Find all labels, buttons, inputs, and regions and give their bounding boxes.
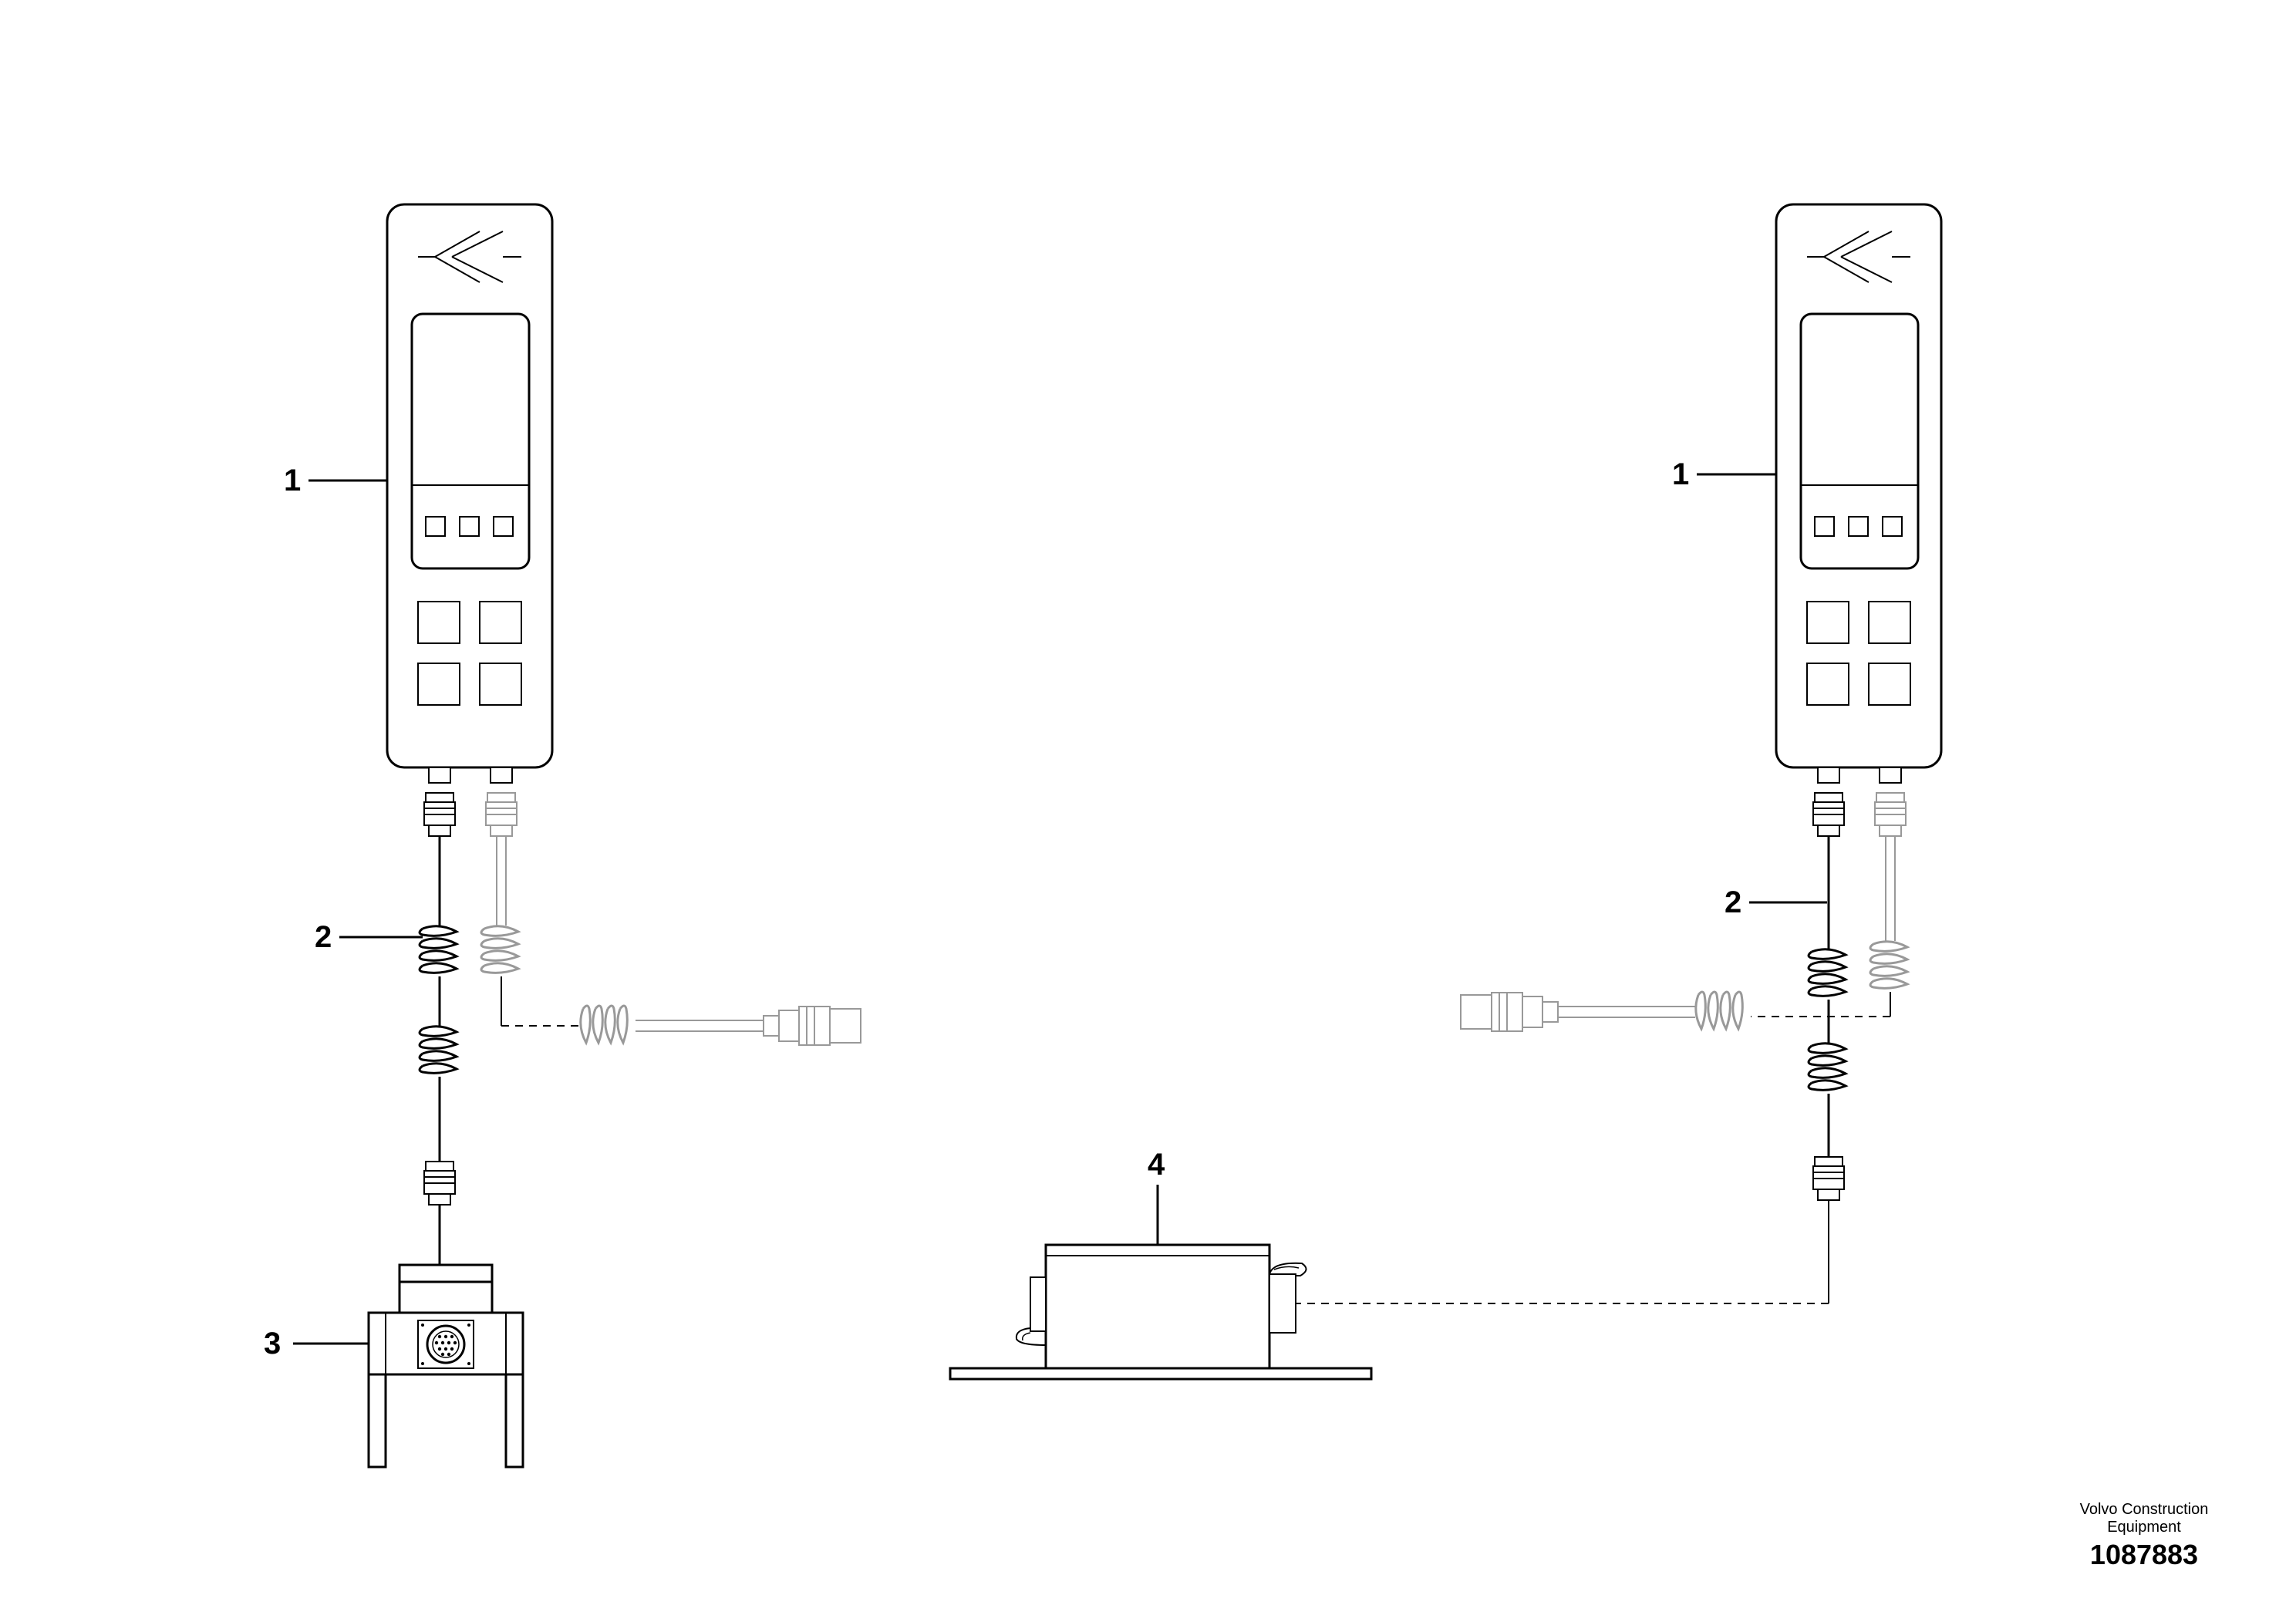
left-cable-black [418,792,458,1265]
credit-company-line2: Equipment [2107,1519,2181,1536]
left-cable-gray [480,792,861,1045]
credit-company: Volvo Construction [2079,1501,2209,1518]
right-cable-gray [1461,792,1909,1031]
callout-control-box: 4 [1148,1148,1165,1182]
callout-left-cable: 2 [315,920,332,954]
control-box [950,1245,1371,1379]
right-handheld-unit [1775,203,1943,784]
callout-left-unit: 1 [284,464,302,497]
drawing-number: 1087883 [2089,1539,2199,1570]
callout-right-unit: 1 [1672,457,1690,491]
right-cable-black [1296,792,1847,1303]
callout-stand-adapter: 3 [264,1327,282,1361]
callout-right-cable: 2 [1725,885,1742,919]
credit-block: Volvo Construction Equipment 1087883 [2036,1501,2252,1570]
left-handheld-unit [386,203,554,784]
stand-adapter [369,1265,523,1467]
